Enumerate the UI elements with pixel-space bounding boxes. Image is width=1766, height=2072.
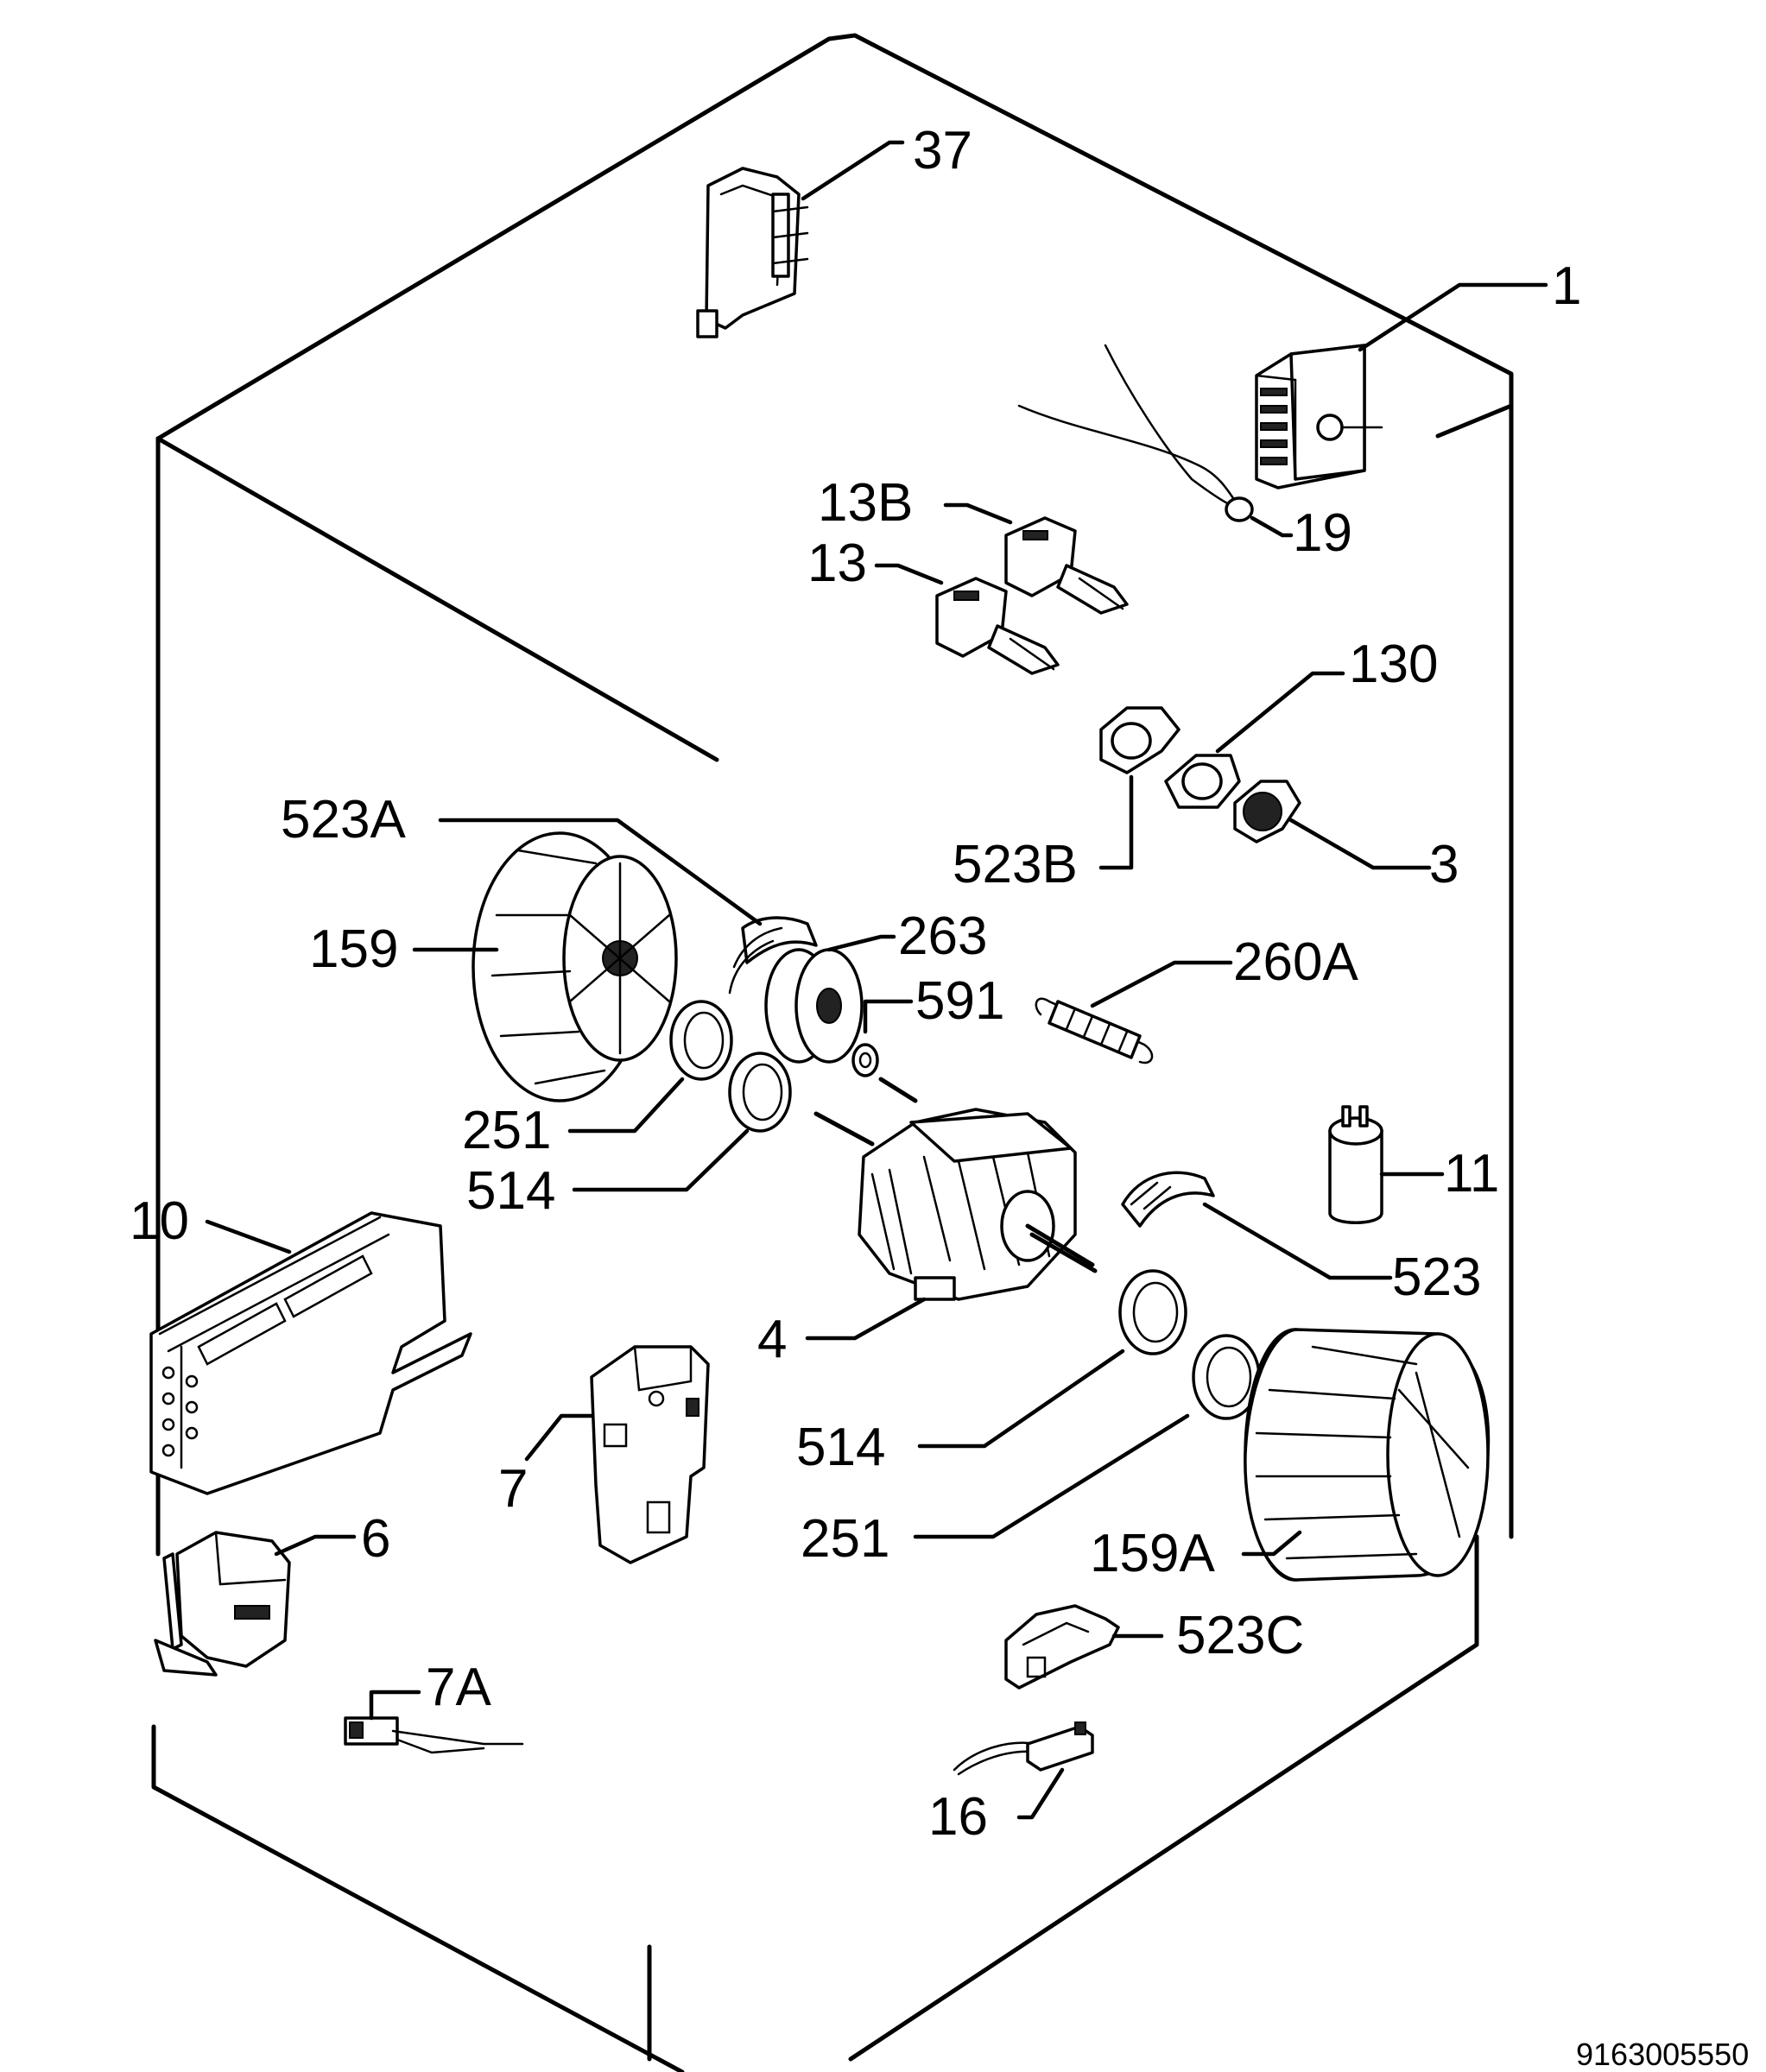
label-251-right: 251: [801, 1509, 889, 1569]
part-labels: 37 1 19 13B 13 130 523A 523B 3 159 263 5…: [130, 121, 1749, 2072]
label-263: 263: [898, 906, 987, 966]
part-251-ring-right: [913, 1334, 1261, 1539]
cabinet-outline: [151, 33, 1514, 2072]
label-523c: 523C: [1176, 1606, 1304, 1665]
part-514-seal-right: [917, 1269, 1187, 1449]
part-159-drum-fan: [412, 831, 678, 1102]
label-523b: 523B: [953, 835, 1078, 894]
part-4-motor: [805, 1077, 1098, 1341]
part-1-timer: [1255, 282, 1548, 490]
label-7a: 7A: [426, 1658, 491, 1717]
label-1: 1: [1552, 256, 1581, 316]
part-10-heater: [149, 1211, 472, 1495]
part-6-pump: [154, 1531, 357, 1677]
part-591-washer: [851, 999, 914, 1077]
part-159a-blower-fan: [1241, 1328, 1491, 1582]
label-6: 6: [361, 1509, 390, 1569]
label-13b: 13B: [818, 473, 913, 533]
label-4: 4: [757, 1310, 787, 1369]
label-514-left: 514: [466, 1161, 555, 1221]
part-19-sensor: [1017, 344, 1294, 538]
label-19: 19: [1293, 503, 1352, 563]
label-260a: 260A: [1233, 932, 1358, 992]
label-130: 130: [1349, 635, 1438, 694]
part-251-ring-left: [567, 1000, 733, 1134]
part-3-bearing: [1233, 780, 1432, 870]
label-523a: 523A: [281, 790, 406, 850]
part-11-capacitor: [1328, 1105, 1445, 1224]
part-13-connector: [874, 563, 1060, 675]
part-7a-microswitch: [344, 1690, 524, 1754]
timer-contacts: [1260, 388, 1288, 465]
label-159a: 159A: [1090, 1524, 1215, 1583]
label-591: 591: [915, 971, 1004, 1031]
label-523: 523: [1392, 1248, 1481, 1307]
label-13: 13: [807, 534, 867, 593]
label-37: 37: [913, 121, 972, 180]
part-263-pulley: [764, 934, 896, 1064]
part-523-clip: [1121, 1171, 1393, 1280]
label-16: 16: [928, 1787, 988, 1847]
label-159: 159: [309, 919, 398, 979]
part-260a-spring: [1035, 960, 1233, 1064]
label-11: 11: [1444, 1144, 1499, 1203]
part-523b-bracket: [1098, 706, 1180, 870]
part-37-bracket: [696, 140, 905, 338]
label-3: 3: [1429, 835, 1459, 894]
part-514-seal-left: [572, 1052, 792, 1192]
part-523c-bracket: [1004, 1604, 1164, 1690]
label-251-left: 251: [462, 1101, 551, 1160]
heater-coil-holes: [161, 1366, 199, 1457]
part-523a-clip: [438, 818, 818, 995]
label-10: 10: [130, 1191, 189, 1251]
part-16-switch: [953, 1721, 1094, 1820]
part-7-door-lock: [524, 1345, 710, 1564]
document-number: 9163005550: [1576, 2037, 1749, 2072]
label-514-right: 514: [796, 1418, 885, 1477]
part-13b-connector: [943, 502, 1129, 615]
label-7: 7: [498, 1459, 528, 1519]
part-130-gasket: [1164, 671, 1345, 809]
